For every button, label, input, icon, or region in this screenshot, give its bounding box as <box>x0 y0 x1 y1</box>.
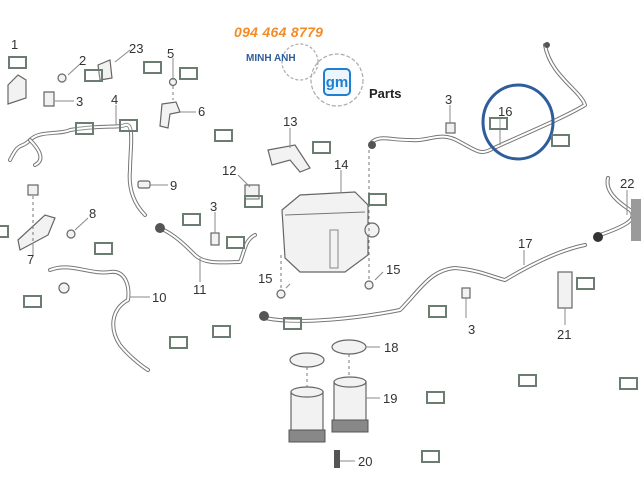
part-19-filter-b <box>331 376 369 433</box>
hotspot[interactable] <box>75 122 94 135</box>
part-number-23: 23 <box>129 41 144 56</box>
hotspot[interactable] <box>169 336 188 349</box>
hotspot-14[interactable] <box>368 193 387 206</box>
hotspot-5[interactable] <box>179 67 198 80</box>
part-number-3: 3 <box>468 322 476 337</box>
hotspot[interactable] <box>212 325 231 338</box>
part-18-seal-a <box>289 352 325 368</box>
part-18-seal-b <box>331 339 367 355</box>
hotspot[interactable] <box>143 61 162 74</box>
brand-name: MINH ANH <box>246 53 296 64</box>
part-number-12: 12 <box>222 163 237 178</box>
hotspot[interactable] <box>214 129 233 142</box>
part-14-canister <box>281 191 380 273</box>
brand-parts-label: Parts <box>369 86 402 101</box>
part-number-5: 5 <box>167 46 175 61</box>
pipe-4 <box>8 122 147 217</box>
hotspot-16b[interactable] <box>551 134 570 147</box>
part-number-7: 7 <box>27 252 35 267</box>
part-number-19: 19 <box>383 391 398 406</box>
part-20-drain <box>334 450 340 468</box>
pipe-10 <box>48 265 150 372</box>
pipe-11 <box>155 223 257 265</box>
part-19-filter-a <box>288 386 326 443</box>
part-3-clip-e <box>461 287 471 299</box>
part-number-8: 8 <box>89 206 97 221</box>
part-3-clip-c <box>210 232 220 246</box>
part-number-17: 17 <box>518 236 533 251</box>
part-number-4: 4 <box>111 92 119 107</box>
part-3-clip-a <box>43 91 55 107</box>
highlight-circle <box>481 83 555 161</box>
hotspot[interactable] <box>619 377 638 390</box>
hotspot[interactable] <box>312 141 331 154</box>
part-9-clip <box>137 180 151 189</box>
part-number-13: 13 <box>283 114 298 129</box>
hotspot-10[interactable] <box>23 295 42 308</box>
part-number-3: 3 <box>76 94 84 109</box>
hotspot-3[interactable] <box>226 236 245 249</box>
hotspot-20[interactable] <box>421 450 440 463</box>
hotspot-16[interactable] <box>489 117 508 130</box>
part-number-15: 15 <box>386 262 401 277</box>
part-number-15: 15 <box>258 271 273 286</box>
part-number-3: 3 <box>210 199 218 214</box>
part-3-clip-b <box>27 184 39 196</box>
part-15-bolt-b <box>364 280 374 290</box>
part-7-bracket <box>17 214 56 251</box>
hotspot-12[interactable] <box>244 195 263 208</box>
part-number-22: 22 <box>620 176 635 191</box>
brand-phone: 094 464 8779 <box>234 24 324 40</box>
hotspot-19[interactable] <box>426 391 445 404</box>
part-number-1: 1 <box>11 37 19 52</box>
pipe-17 <box>259 243 587 323</box>
part-3-clip-d <box>445 122 456 134</box>
pipe-22 <box>593 176 635 242</box>
part-number-9: 9 <box>170 178 178 193</box>
part-number-18: 18 <box>384 340 399 355</box>
side-panel-tab[interactable] <box>631 199 641 241</box>
part-number-14: 14 <box>334 157 349 172</box>
part-6-bracket <box>159 101 181 129</box>
part-number-3: 3 <box>445 92 453 107</box>
part-number-20: 20 <box>358 454 373 469</box>
part-13-bracket <box>267 144 311 173</box>
part-number-2: 2 <box>79 53 87 68</box>
hotspot-7[interactable] <box>0 225 9 238</box>
part-number-21: 21 <box>557 327 572 342</box>
part-15-bolt-a <box>276 289 286 299</box>
hotspot[interactable] <box>428 305 447 318</box>
gm-logo-icon: gm <box>323 68 351 96</box>
part-1-bracket <box>7 74 27 105</box>
part-number-6: 6 <box>198 104 206 119</box>
gear-icon <box>281 43 364 107</box>
part-number-16: 16 <box>498 104 513 119</box>
hotspot[interactable] <box>518 374 537 387</box>
hotspot-4[interactable] <box>119 119 138 132</box>
part-21-connector <box>557 271 573 309</box>
part-2-grommet <box>57 73 67 83</box>
hotspot[interactable] <box>182 213 201 226</box>
part-8-bolt <box>66 229 76 239</box>
hotspot-21[interactable] <box>576 277 595 290</box>
part-number-10: 10 <box>152 290 167 305</box>
hotspot-17[interactable] <box>283 317 302 330</box>
hotspot-23[interactable] <box>84 69 103 82</box>
pipe-16 <box>368 42 587 154</box>
hotspot-1[interactable] <box>8 56 27 69</box>
part-number-11: 11 <box>193 282 207 297</box>
hotspot-8[interactable] <box>94 242 113 255</box>
